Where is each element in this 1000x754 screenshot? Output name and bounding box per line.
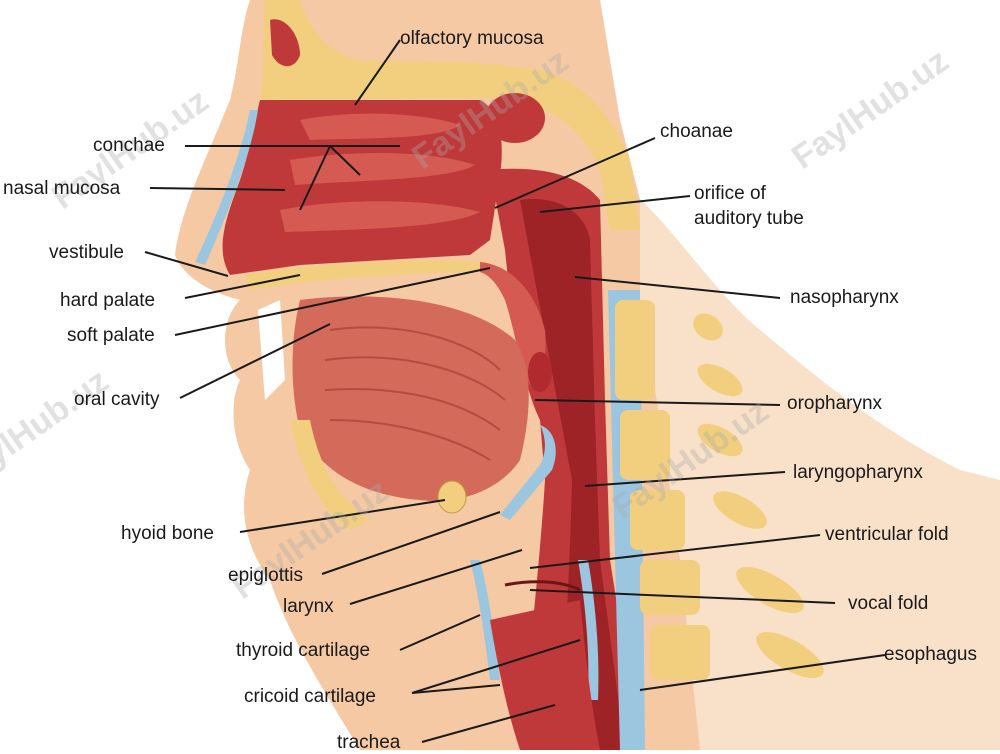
label-nasopharynx: nasopharynx <box>790 287 899 308</box>
concha-middle <box>290 153 475 185</box>
label-thyroid-cartilage: thyroid cartilage <box>236 640 371 661</box>
sphenoid-sinus <box>485 93 545 143</box>
soft-palate-tissue <box>480 262 546 385</box>
label-orifice-line1: orifice of <box>694 183 766 204</box>
spinal-column <box>608 290 824 750</box>
label-trachea: trachea <box>337 732 401 753</box>
label-oropharynx: oropharynx <box>787 393 883 414</box>
pharynx-inner <box>520 199 625 750</box>
cricoid-cart <box>578 560 599 700</box>
label-ventricular-fold: ventricular fold <box>825 524 949 545</box>
label-hyoid-bone: hyoid bone <box>121 523 214 544</box>
leader-lines <box>144 39 886 743</box>
label-orifice-line2: auditory tube <box>694 208 804 229</box>
label-cricoid-cartilage: cricoid cartilage <box>244 686 376 707</box>
label-epiglottis: epiglottis <box>228 565 303 586</box>
label-laryngopharynx: laryngopharynx <box>793 462 923 483</box>
label-oral-cavity: oral cavity <box>74 389 160 410</box>
epiglottis-cartilage <box>500 425 556 520</box>
uvula <box>528 352 552 392</box>
thyroid-cart <box>470 560 500 680</box>
trachea-tube <box>490 600 600 750</box>
tongue-muscle-fibers <box>324 326 506 461</box>
concha-superior <box>300 113 460 140</box>
lip-teeth <box>258 300 285 400</box>
hyoid <box>437 480 467 514</box>
vocal-fold-line <box>504 580 581 592</box>
label-vestibule: vestibule <box>49 242 124 263</box>
label-nasal-mucosa: nasal mucosa <box>3 178 121 199</box>
skull-bone <box>260 0 640 230</box>
label-olfactory-mucosa: olfactory mucosa <box>400 28 544 49</box>
label-choanae: choanae <box>660 121 733 142</box>
label-esophagus: esophagus <box>884 644 977 665</box>
mandible <box>290 420 370 530</box>
label-conchae: conchae <box>93 135 165 156</box>
label-hard-palate: hard palate <box>60 290 156 311</box>
label-larynx: larynx <box>283 596 334 617</box>
hard-palate-bone <box>245 260 490 290</box>
frontal-sinus <box>270 19 300 67</box>
concha-inferior <box>280 201 480 232</box>
label-vocal-fold: vocal fold <box>848 593 929 614</box>
label-soft-palate: soft palate <box>67 325 155 346</box>
nasal-cartilage <box>195 110 258 265</box>
